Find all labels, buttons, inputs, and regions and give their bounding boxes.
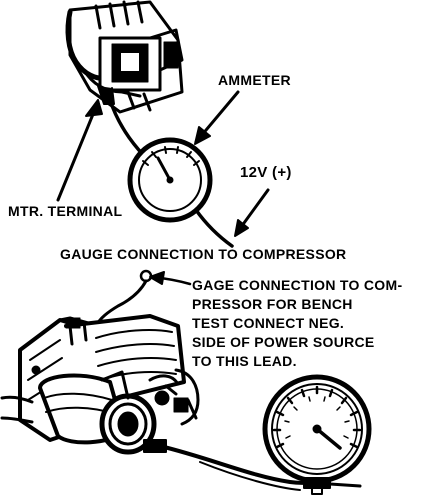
pressure-gauge-icon [262,374,372,495]
gage-note-line: TO THIS LEAD. [192,353,297,369]
gage-note-line: TEST CONNECT NEG. [192,315,345,331]
ammeter-icon [127,137,213,223]
gage-note-line: PRESSOR FOR BENCH [192,296,353,312]
compressor-icon [18,314,200,455]
voltage-label: 12V (+) [240,164,292,181]
gage-note-line: GAGE CONNECTION TO COM- [192,277,403,293]
gage-note-line: SIDE OF POWER SOURCE [192,334,375,350]
motor-icon [65,0,184,114]
gage-note: GAGE CONNECTION TO COM- PRESSOR FOR BENC… [192,276,442,371]
gauge-connection-label: GAUGE CONNECTION TO COMPRESSOR [60,246,347,262]
ammeter-label: AMMETER [218,72,291,88]
mtr-terminal-label: MTR. TERMINAL [8,203,123,219]
